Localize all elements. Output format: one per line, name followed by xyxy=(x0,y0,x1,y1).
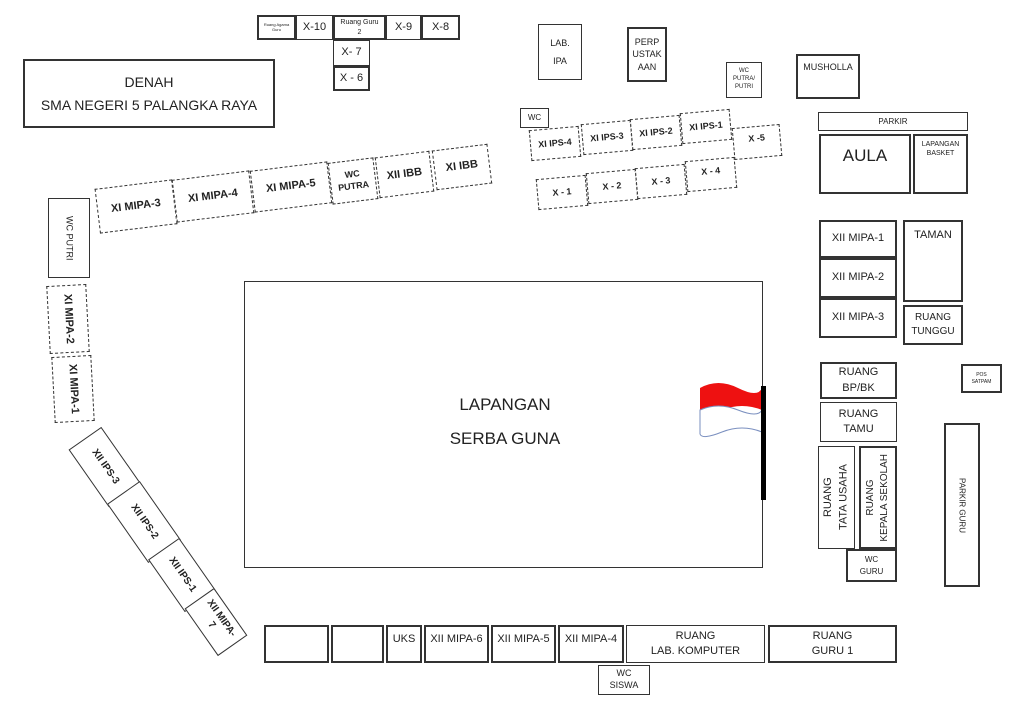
room-xii-mipa-3: XII MIPA-3 xyxy=(819,298,897,338)
room-lab-ipa: LAB. IPA xyxy=(538,24,582,80)
flag-pole xyxy=(761,386,766,500)
room-xii-mipa-6: XII MIPA-6 xyxy=(424,625,489,663)
room-xii-mipa-2: XII MIPA-2 xyxy=(819,258,897,298)
room-wc: WC xyxy=(520,108,549,128)
pos-satpam: POS SATPAM xyxy=(961,364,1002,393)
room-xi-ips-2: XI IPS-2 xyxy=(629,114,683,151)
room-lapangan-basket: LAPANGAN BASKET xyxy=(913,134,968,194)
room-xi-ips-4: XI IPS-4 xyxy=(528,125,582,162)
tata-usaha-label: RUANG TATA USAHA xyxy=(822,464,850,531)
room-taman: TAMAN xyxy=(903,220,963,302)
room-x-6: X - 6 xyxy=(333,66,370,91)
room-ruang-guru-2: Ruang Guru 2 xyxy=(333,15,386,40)
room-kepala-sekolah: RUANG KEPALA SEKOLAH xyxy=(859,446,897,549)
room-xi-mipa-1: XI MIPA-1 xyxy=(51,354,95,424)
room-wc-putri: WC PUTRI xyxy=(48,198,90,278)
room-x-1: X - 1 xyxy=(535,174,589,211)
room-xi-mipa-2: XI MIPA-2 xyxy=(46,283,90,355)
kepala-sekolah-label: RUANG KEPALA SEKOLAH xyxy=(865,453,890,542)
map-title: DENAH SMA NEGERI 5 PALANGKA RAYA xyxy=(23,59,275,128)
room-perpustakaan: PERP USTAK AAN xyxy=(627,27,667,82)
xi-mipa-1-label: XI MIPA-1 xyxy=(66,363,81,415)
room-x-3: X - 3 xyxy=(634,163,688,200)
room-xi-mipa-4: XI MIPA-4 xyxy=(171,170,255,223)
room-xii-mipa-4: XII MIPA-4 xyxy=(558,625,624,663)
room-tata-usaha: RUANG TATA USAHA xyxy=(818,446,855,549)
room-x-2: X - 2 xyxy=(585,168,639,205)
wc-putri-label: WC PUTRI xyxy=(64,215,75,261)
parkir-guru-label: PARKIR GURU xyxy=(957,477,967,533)
room-xi-mipa-3: XI MIPA-3 xyxy=(94,179,178,234)
room-blank-1 xyxy=(264,625,329,663)
room-wc-guru: WC GURU xyxy=(846,549,897,582)
room-uks: UKS xyxy=(386,625,422,663)
flag-white-stripe xyxy=(699,405,763,438)
room-ruang-guru-1: RUANG GURU 1 xyxy=(768,625,897,663)
room-xi-ips-1: XI IPS-1 xyxy=(679,108,733,145)
room-musholla: MUSHOLLA xyxy=(796,54,860,99)
room-x-4: X - 4 xyxy=(684,156,738,193)
room-agama-guru: Ruang Agama Guru xyxy=(257,15,296,40)
room-xii-ibb: XII IBB xyxy=(374,150,435,199)
parkir-guru: PARKIR GURU xyxy=(944,423,980,587)
field-label: LAPANGAN SERBA GUNA xyxy=(449,395,561,448)
room-xi-mipa-5: XI MIPA-5 xyxy=(249,161,333,213)
xi-mipa-2-label: XI MIPA-2 xyxy=(61,293,76,345)
room-lab-komputer: RUANG LAB. KOMPUTER xyxy=(626,625,765,663)
flag-icon xyxy=(699,383,766,500)
room-x-10: X-10 xyxy=(296,15,333,40)
room-tamu: RUANG TAMU xyxy=(820,402,897,442)
room-xii-mipa-5: XII MIPA-5 xyxy=(491,625,556,663)
room-bp-bk: RUANG BP/BK xyxy=(820,362,897,399)
room-xii-mipa-1: XII MIPA-1 xyxy=(819,220,897,258)
room-wc-putra-putri: WC PUTRA/ PUTRI xyxy=(726,62,762,98)
room-x-5: X -5 xyxy=(731,123,783,161)
room-aula: AULA xyxy=(819,134,911,194)
room-parkir: PARKIR xyxy=(818,112,968,131)
room-x-9: X-9 xyxy=(386,15,421,40)
room-xi-ips-3: XI IPS-3 xyxy=(580,119,634,156)
room-x-8: X-8 xyxy=(421,15,460,40)
room-wc-siswa: WC SISWA xyxy=(598,665,650,695)
room-x-7: X- 7 xyxy=(333,40,370,66)
room-wc-putra: WC PUTRA xyxy=(327,157,379,205)
room-ruang-tunggu: RUANG TUNGGU xyxy=(903,305,963,345)
room-blank-2 xyxy=(331,625,384,663)
room-xi-ibb: XI IBB xyxy=(431,143,493,191)
